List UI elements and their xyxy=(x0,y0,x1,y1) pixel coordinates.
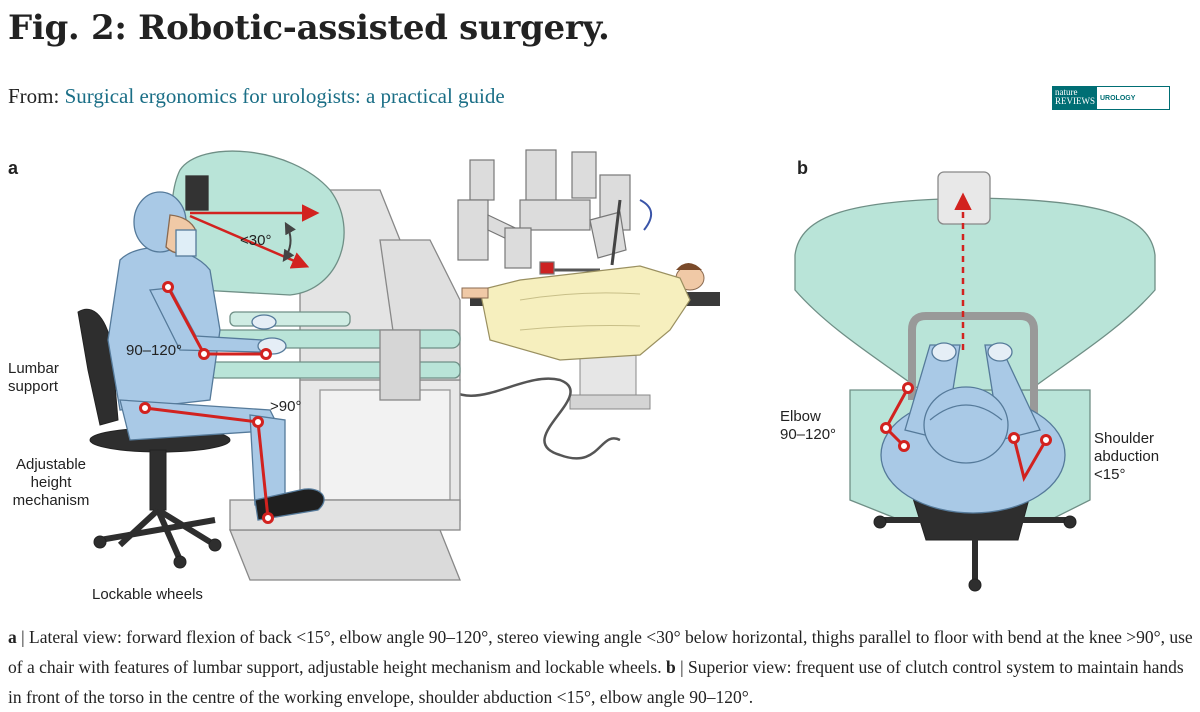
knee-angle-label: >90° xyxy=(270,398,302,415)
panel-a-letter: a xyxy=(8,158,19,178)
operating-table xyxy=(461,263,720,410)
caption-a-text: | Lateral view: forward flexion of back … xyxy=(8,627,1193,677)
figure-caption: a | Lateral view: forward flexion of bac… xyxy=(8,622,1194,712)
elbow-label: Elbow 90–120° xyxy=(780,408,837,443)
viewing-angle-label: <30° xyxy=(240,232,272,249)
shoulder-abduction-label: Shoulder abduction <15° xyxy=(1094,430,1160,483)
panel-b-letter: b xyxy=(797,158,808,178)
panel-b-illustration xyxy=(794,171,1156,592)
caption-a-letter: a xyxy=(8,627,17,647)
journal-logo[interactable]: nature REVIEWS UROLOGY xyxy=(1052,86,1170,110)
from-label: From: xyxy=(8,84,60,108)
adjustable-height-label: Adjustable height mechanism xyxy=(12,456,90,509)
posture-markers xyxy=(139,281,274,524)
lockable-wheels-label: Lockable wheels xyxy=(92,586,203,603)
logo-reviews-text: REVIEWS xyxy=(1055,96,1095,106)
surgeon-figure xyxy=(107,191,325,521)
page-title: Fig. 2: Robotic-assisted surgery. xyxy=(8,8,610,48)
elbow-angle-label: 90–120° xyxy=(126,342,183,359)
source-line: From: Surgical ergonomics for urologists… xyxy=(8,84,505,109)
article-link[interactable]: Surgical ergonomics for urologists: a pr… xyxy=(64,84,505,108)
figure-illustration xyxy=(77,149,1156,592)
console-cable xyxy=(439,377,621,460)
panel-a-illustration xyxy=(77,149,720,581)
caption-b-text: | Superior view: frequent use of clutch … xyxy=(8,657,1184,707)
logo-nature-text: nature xyxy=(1055,87,1078,97)
journal-logo-mark: nature REVIEWS xyxy=(1053,87,1097,109)
surgeon-console xyxy=(171,150,461,581)
logo-urology-text: UROLOGY xyxy=(1100,94,1136,102)
lumbar-support-label: Lumbar support xyxy=(8,360,59,395)
viewing-angle-arrows xyxy=(189,204,320,269)
patient-cart xyxy=(457,149,652,275)
caption-b-letter: b xyxy=(666,657,676,677)
